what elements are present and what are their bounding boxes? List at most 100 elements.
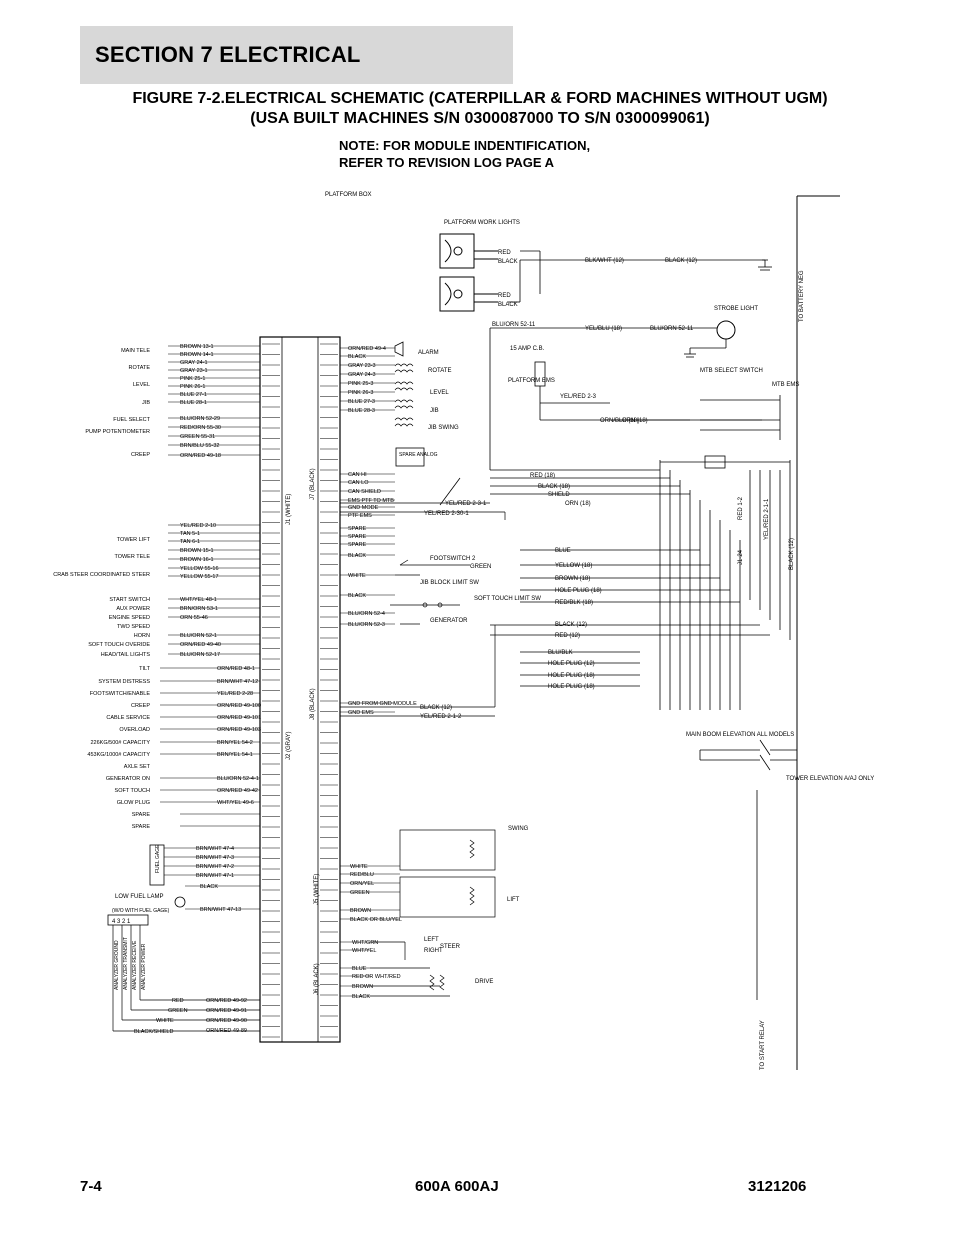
platform-ems-label: PLATFORM EMS	[508, 378, 555, 384]
wire-label: BROWN 15-1	[180, 548, 214, 554]
svg-text:RED: RED	[498, 250, 511, 256]
wire-label: GREEN	[350, 890, 370, 896]
wire-label: SPARE	[348, 526, 367, 532]
svg-text:HOLE PLUG (18): HOLE PLUG (18)	[555, 588, 602, 594]
wire-label: BLUE	[352, 966, 367, 972]
wire-label: ORN/RED 49-103	[217, 727, 261, 733]
wire-label: BRN/BLU 55-32	[180, 443, 219, 449]
wire-label: BLUE 28-3	[348, 408, 375, 414]
wire-label: BRN/WHT 47-4	[196, 846, 234, 852]
wire-label: GRAY 23-1	[180, 368, 208, 374]
svg-text:ORN (18): ORN (18)	[622, 418, 648, 424]
svg-text:RED (12): RED (12)	[555, 633, 580, 639]
wire-label: TAN 6-1	[180, 539, 200, 545]
svg-text:J1-24: J1-24	[738, 549, 744, 565]
pot-wiring	[370, 829, 496, 997]
section-banner	[80, 26, 513, 84]
function-label: SOFT TOUCH OVERIDE	[88, 642, 150, 648]
wire-label: GREEN 55-31	[180, 434, 215, 440]
jib-block-limit-label: JIB BLOCK LIMIT SW	[420, 580, 479, 586]
wire-label: WHT/YEL	[352, 948, 376, 954]
wire-label: CAN SHIELD	[348, 489, 381, 495]
svg-text:BLACK (12): BLACK (12)	[420, 705, 452, 711]
main-boom-elevation-label: MAIN BOOM ELEVATION ALL MODELS	[686, 732, 794, 738]
svg-text:BROWN (18): BROWN (18)	[555, 576, 590, 582]
wire-label: BLUE 28-1	[180, 400, 207, 406]
wire-label: WHT/YEL 48-1	[180, 597, 217, 603]
function-label: CRAB STEER COORDINATED STEER	[53, 572, 150, 578]
function-label: MAIN TELE	[121, 348, 150, 354]
mtb-select-switch-label: MTB SELECT SWITCH	[700, 368, 763, 374]
wire-label: WHT/GRN	[352, 940, 378, 946]
lift-label: LIFT	[507, 897, 520, 903]
wire-label: BLACK	[348, 593, 366, 599]
svg-text:RED 1-2: RED 1-2	[738, 496, 744, 520]
note-line1: NOTE: FOR MODULE INDENTIFICATION,	[339, 138, 591, 153]
svg-text:BLACK (18): BLACK (18)	[538, 484, 570, 490]
function-label: TWO SPEED	[117, 624, 150, 630]
svg-text:GREEN: GREEN	[470, 564, 491, 570]
wire-label: BLU/ORN 52-3	[348, 622, 385, 628]
wire-black-12: BLACK (12)	[665, 258, 697, 264]
ground-symbol-1	[758, 259, 772, 271]
svg-text:HOLE PLUG (18): HOLE PLUG (18)	[548, 673, 595, 679]
function-label: ENGINE SPEED	[109, 615, 150, 621]
function-label: PUMP POTENTIOMETER	[85, 429, 150, 435]
wire-label: ORN/RED 49-92	[206, 998, 247, 1004]
wire-label: BLU/ORN 52-4	[348, 611, 385, 617]
platform-work-lights-label: PLATFORM WORK LIGHTS	[444, 220, 520, 226]
wire-label: BLACK	[200, 884, 218, 890]
alarm-icon	[394, 341, 404, 357]
analyzer-label: ANALYZER GROUND	[114, 940, 120, 990]
svg-text:ORN (18): ORN (18)	[565, 501, 591, 507]
wire-label: BRN/WHT 47-13	[200, 907, 241, 913]
function-label: START SWITCH	[109, 597, 150, 603]
function-label: ROTATE	[129, 365, 151, 371]
function-label: TILT	[139, 666, 151, 672]
steer-label: STEER	[440, 944, 461, 950]
drive-label: DRIVE	[475, 979, 493, 985]
svg-text:YELLOW (18): YELLOW (18)	[555, 563, 592, 569]
analyzer-connector	[107, 914, 149, 926]
analyzer-label: ANALYZER RECEIVE	[132, 940, 138, 990]
function-label: SOFT TOUCH	[115, 788, 150, 794]
wire-label: BLU/ORN 52-4-1	[217, 776, 259, 782]
svg-text:BLUE: BLUE	[555, 548, 571, 554]
wire-label: GND FROM GND MODULE	[348, 701, 417, 707]
wire-label: PINK 25-1	[180, 376, 205, 382]
wire-label: ORN/RED 49-42	[217, 788, 258, 794]
wire-label: BROWN	[352, 984, 373, 990]
jib-label: JIB	[430, 408, 439, 414]
wire-label: CAN HI	[348, 472, 367, 478]
wire-label: YEL/RED 2-10	[180, 523, 216, 529]
j5-label: J5 (WHITE)	[314, 874, 320, 905]
wire-label: TAN 5-1	[180, 531, 200, 537]
svg-text:YEL/RED 2-3-1: YEL/RED 2-3-1	[445, 501, 487, 507]
wire-label: BLUE 27-1	[180, 392, 207, 398]
wire-label: BRN/ORN 53-1	[180, 606, 218, 612]
svg-text:YEL/RED 2-30-1: YEL/RED 2-30-1	[424, 511, 469, 517]
wire-label: BROWN	[350, 908, 371, 914]
function-label: OVERLOAD	[119, 727, 150, 733]
svg-text:YEL/BLU (18): YEL/BLU (18)	[585, 326, 622, 332]
svg-text:SHIELD: SHIELD	[548, 492, 570, 498]
to-battery-neg-label: TO BATTERY NEG	[799, 270, 805, 322]
function-label: TOWER LIFT	[117, 537, 151, 543]
swing-label: SWING	[508, 826, 529, 832]
cb-label: 15 AMP C.B.	[510, 346, 545, 352]
connector-pins-left	[262, 343, 280, 1038]
function-label: GLOW PLUG	[117, 800, 150, 806]
wire-label: BLU/ORN 52-1	[180, 633, 217, 639]
wire-label: BLACK	[348, 354, 366, 360]
work-light-2	[439, 276, 498, 312]
wire-label: ORN/RED 49-40	[180, 642, 221, 648]
connector-pins-right	[320, 343, 338, 1038]
mtb-ems-label: MTB EMS	[772, 382, 799, 388]
wire-label: ORN/RED 49-18	[180, 453, 221, 459]
coil-group	[394, 363, 414, 427]
j2-label: J2 (GRAY)	[286, 731, 292, 760]
j7-label: J7 (BLACK)	[310, 468, 316, 500]
function-label: GENERATOR ON	[106, 776, 150, 782]
wire-label: SPARE	[348, 534, 367, 540]
